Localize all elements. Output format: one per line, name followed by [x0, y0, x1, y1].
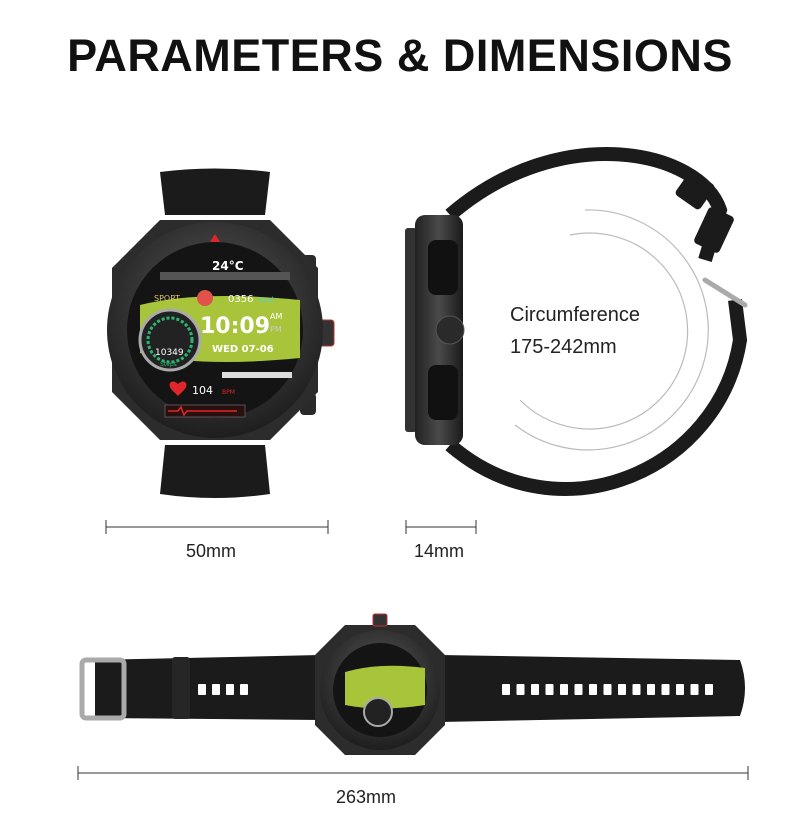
circumference-value: 175-242mm [510, 336, 617, 358]
strap-top [160, 168, 270, 215]
am: AM [270, 312, 282, 321]
strap-hole [632, 684, 641, 695]
strap-hole [618, 684, 626, 695]
strap-hole [545, 684, 554, 695]
steps-label: Steps [160, 361, 177, 368]
page-title: PARAMETERS & DIMENSIONS [67, 30, 733, 81]
strap-hole [560, 684, 568, 695]
time: 10:09 [200, 314, 270, 339]
strap-hole [690, 684, 699, 695]
strap-hole [574, 684, 583, 695]
thickness-label: 14mm [414, 541, 465, 561]
length-label: 263mm [336, 787, 397, 807]
strap-hole [516, 684, 525, 695]
heart-rate-unit: BPM [222, 389, 235, 396]
strap-hole [502, 684, 510, 695]
sport-label: SPORT [154, 294, 180, 303]
pm: PM [270, 325, 282, 334]
strap-hole [647, 684, 655, 695]
front-watch: 24°C SPORT 0356 Kcal 10:09 AM PM WED 07-… [107, 168, 335, 498]
circumference-label: Circumference [510, 304, 641, 326]
full-length-watch [79, 613, 745, 755]
side-watch [405, 147, 748, 496]
strap-hole [589, 684, 597, 695]
strap-hole [531, 684, 539, 695]
date: WED 07-06 [212, 344, 274, 355]
heart-rate: 104 [192, 384, 213, 397]
strap-bottom [160, 445, 270, 498]
strap-hole [705, 684, 713, 695]
strap-hole [676, 684, 684, 695]
dimension-lines [77, 520, 749, 780]
strap-hole [661, 684, 670, 695]
calories-unit: Kcal [259, 296, 274, 304]
temperature: 24°C [212, 259, 244, 273]
calories: 0356 [228, 294, 253, 305]
strap-hole [603, 684, 612, 695]
steps: 10349 [155, 348, 184, 358]
width-label: 50mm [186, 541, 237, 561]
